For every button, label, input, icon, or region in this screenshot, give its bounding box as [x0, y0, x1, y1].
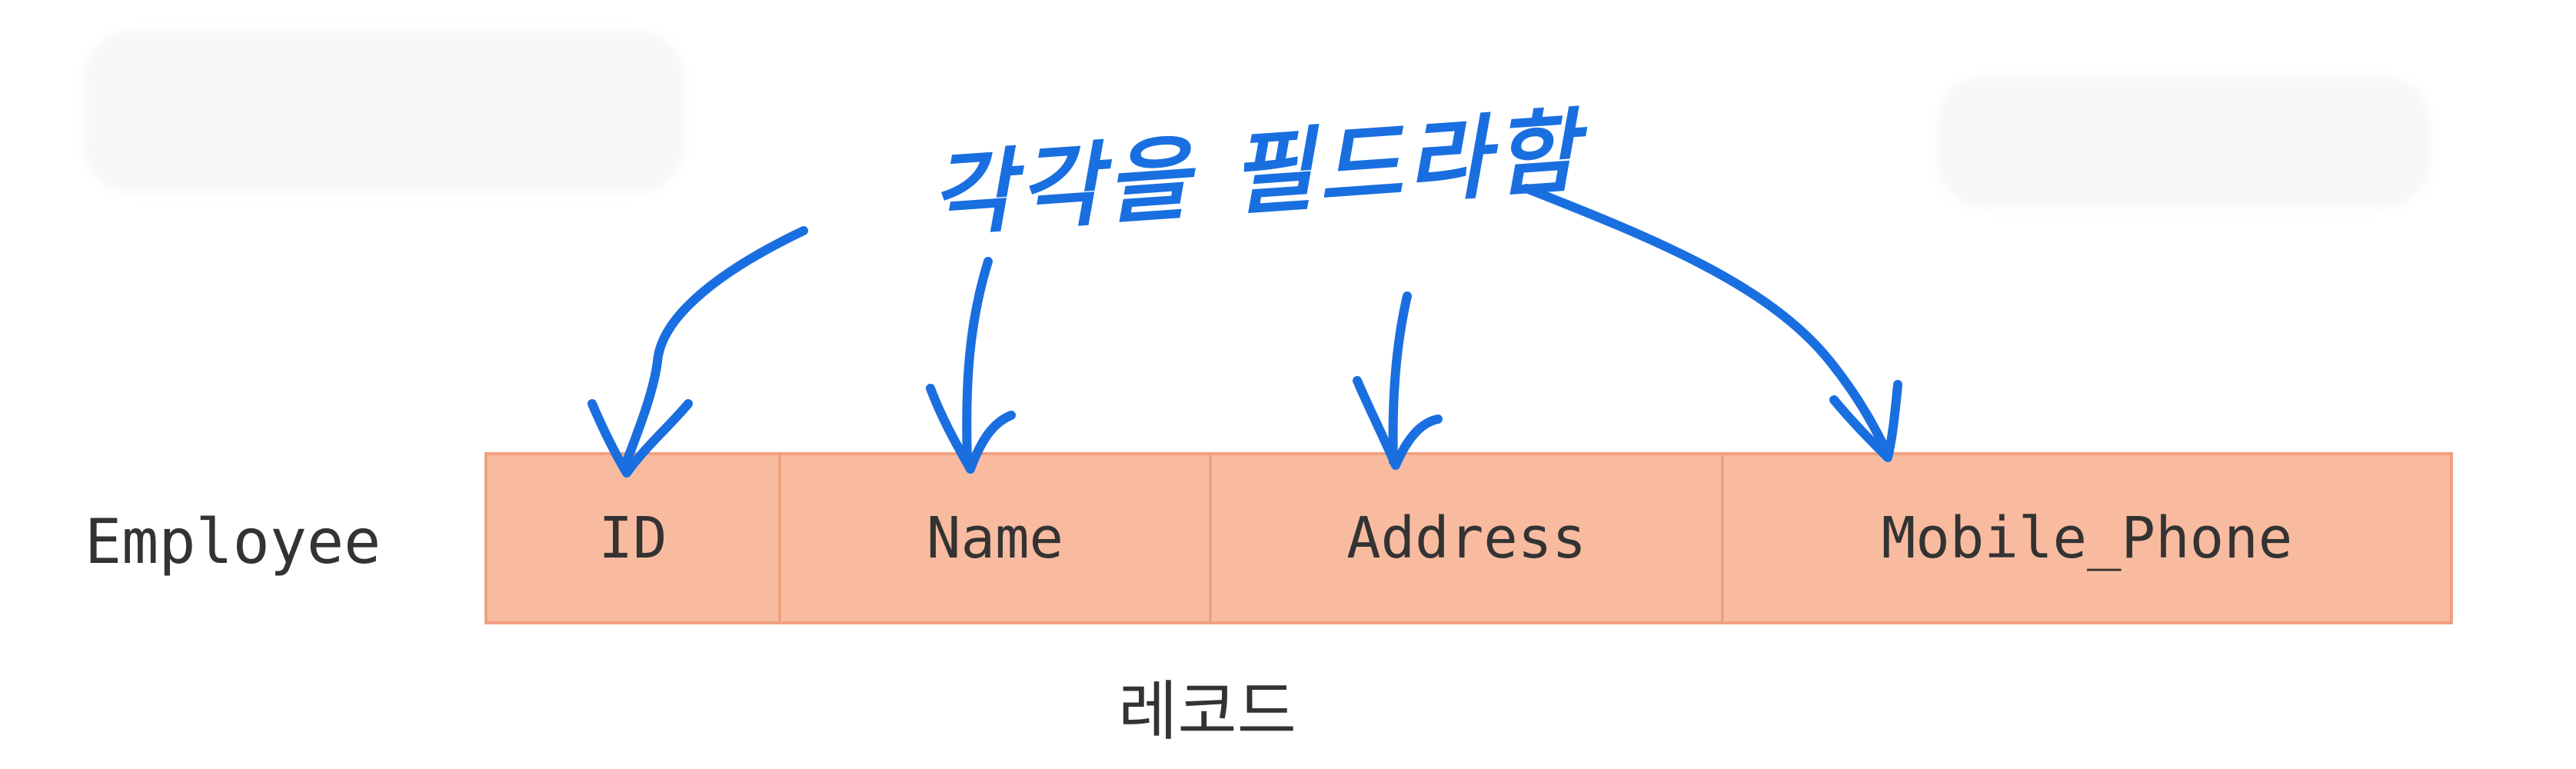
background-smudge-right [1938, 77, 2430, 208]
arrow-to-name [962, 257, 993, 466]
record-row: ID Name Address Mobile_Phone [484, 452, 2453, 624]
entity-name-label: Employee [85, 506, 381, 578]
arrowhead-mobile-phone [1829, 380, 1902, 462]
handwritten-field-note: 각각을 필드라함 [927, 97, 1586, 249]
field-cell-address: Address [1212, 455, 1724, 621]
arrow-to-id [622, 226, 808, 466]
record-caption: 레코드 [1118, 674, 1296, 749]
background-smudge-left [85, 31, 684, 192]
field-cell-mobile-phone: Mobile_Phone [1881, 505, 2293, 571]
field-cell-id: ID [488, 455, 781, 621]
field-cell-name: Name [781, 455, 1212, 621]
arrow-to-address [1388, 291, 1412, 466]
arrow-to-mobile-phone [1522, 184, 1892, 458]
